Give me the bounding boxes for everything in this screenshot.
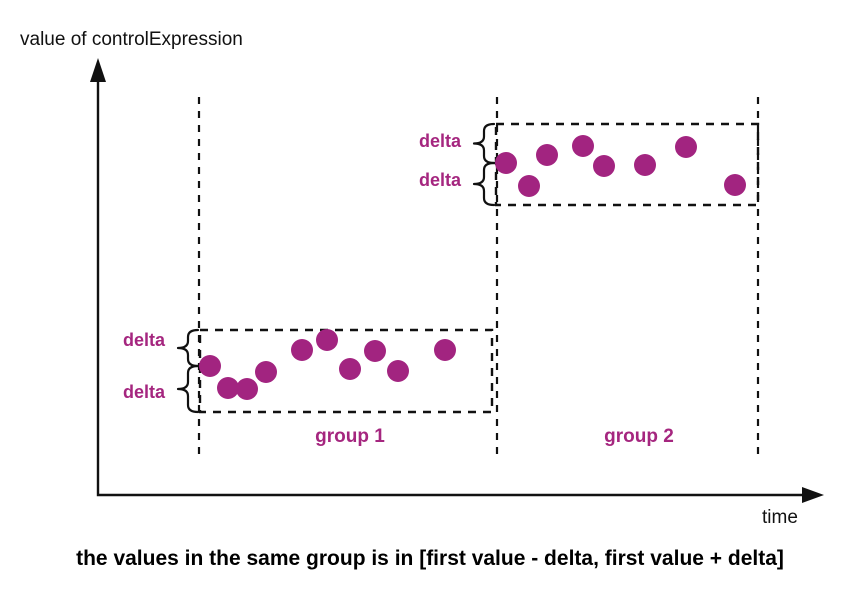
group-2-label: group 2 — [604, 426, 674, 447]
group-1-datapoint-3 — [236, 378, 258, 400]
group-1-region: delta delta group 1 — [123, 328, 494, 447]
group-2-lower-delta-label: delta — [419, 170, 462, 190]
group-2-datapoint-5 — [593, 155, 615, 177]
group-1-upper-delta-brace — [176, 328, 200, 368]
group-1-label: group 1 — [315, 426, 385, 447]
group-2-datapoint-7 — [675, 136, 697, 158]
group-2-datapoint-4 — [572, 135, 594, 157]
y-axis-label: value of controlExpression — [20, 29, 243, 50]
group-1-datapoint-4 — [255, 361, 277, 383]
x-axis-arrow-icon — [802, 487, 824, 503]
group-2-lower-delta-brace — [472, 161, 496, 207]
group-1-range-box — [198, 328, 494, 414]
group-1-upper-delta-label: delta — [123, 330, 166, 350]
group-2-upper-delta-brace — [472, 122, 496, 165]
group-2-datapoint-8 — [724, 174, 746, 196]
group-1-datapoint-6 — [316, 329, 338, 351]
y-axis-arrow-icon — [90, 58, 106, 82]
group-2-region: delta delta group 2 — [419, 122, 760, 447]
group-1-datapoint-9 — [387, 360, 409, 382]
group-2-datapoint-3 — [536, 144, 558, 166]
group-regions: delta delta group 1 delta delta group 2 — [123, 122, 760, 447]
axis-lines — [96, 70, 812, 497]
x-axis-label: time — [762, 507, 798, 528]
group-1-lower-delta-label: delta — [123, 382, 166, 402]
caption-text: the values in the same group is in [firs… — [76, 547, 784, 570]
group-1-datapoint-7 — [339, 358, 361, 380]
axes — [90, 58, 824, 503]
group-1-datapoint-8 — [364, 340, 386, 362]
group-2-upper-delta-label: delta — [419, 131, 462, 151]
group-1-datapoint-5 — [291, 339, 313, 361]
group-1-lower-delta-brace — [176, 364, 200, 414]
group-dividers — [197, 97, 760, 460]
group-2-datapoint-6 — [634, 154, 656, 176]
group-1-datapoint-10 — [434, 339, 456, 361]
group-1-datapoint-1 — [199, 355, 221, 377]
group-2-datapoint-2 — [518, 175, 540, 197]
group-1-datapoint-2 — [217, 377, 239, 399]
group-2-datapoint-1 — [495, 152, 517, 174]
